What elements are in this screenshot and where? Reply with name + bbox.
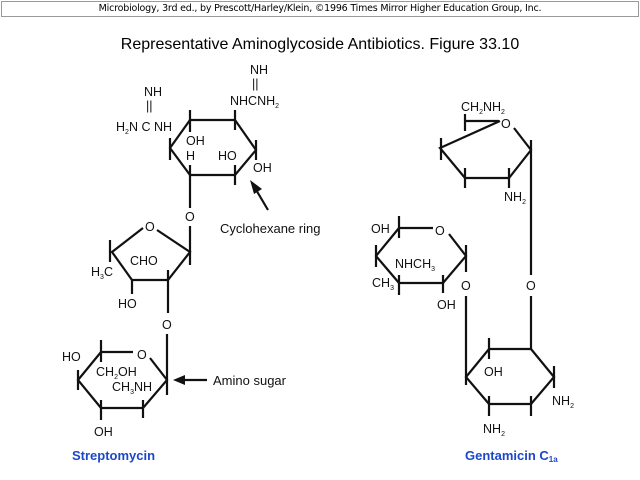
pentose-ring-bonds [110,227,192,282]
gentamicin-bottom-ring [464,338,556,416]
ho-label: HO [218,149,237,163]
h3c-label: H3C [91,265,113,281]
left-ring-oxygen: O [435,224,445,238]
oh-right-label: OH [253,161,272,175]
cyclohexane-ring-bonds [168,118,258,177]
cyclohexane-ring-annotation: Cyclohexane ring [220,221,320,236]
amino-sugar-ring-oxygen: O [137,348,147,362]
left-ring-bonds [374,227,468,285]
left-ring-oh-top-label: OH [371,222,390,236]
gentamicin-left-ring [374,216,468,295]
glycosidic-oxygen-2: O [162,318,172,332]
amino-sugar-arrow-head [173,375,185,385]
streptomycin-label: Streptomycin [72,448,155,463]
gentamicin-label: Gentamicin C1a [465,448,558,464]
left-guanidino-h2n-c-nh: H2N C NH [116,120,172,136]
ch3nh-label: CH3NH [112,380,152,396]
glycosidic-oxygen-left: O [461,279,471,293]
pentose-ho-label: HO [118,297,137,311]
left-ring-oh-bottom-label: OH [437,298,456,312]
figure-title: Representative Aminoglycoside Antibiotic… [120,36,520,53]
right-guanidino-nh: NH [250,63,268,77]
amino-sugar-annotation: Amino sugar [213,373,287,388]
amino-sugar-oh-label: OH [94,425,113,439]
gentamicin-structure: CH2NH2 O NH2 OH O NHCH3 CH3 OH O O [371,100,574,464]
top-ring-nh2-label: NH2 [504,190,526,206]
gentamicin-top-ring [438,114,533,275]
nhch3-label: NHCH3 [395,257,435,273]
glycosidic-oxygen-right: O [526,279,536,293]
amino-sugar-ring [76,340,169,420]
amino-sugar-ho-label: HO [62,350,81,364]
top-ring-bonds [438,119,533,180]
h-label: H [186,149,195,163]
left-guanidino-double-bond: || [146,99,153,113]
bottom-ring-nh2-bottom-label: NH2 [483,422,505,438]
cyclohexane-ring [168,110,258,208]
pentose-ring-oxygen: O [145,220,155,234]
ch2oh-label: CH2OH [96,365,137,381]
glycosidic-oxygen-1: O [185,210,195,224]
oh-label: OH [186,134,205,148]
right-guanidino-nhcnh2: NHCNH2 [230,94,279,110]
streptomycin-structure: NH || H2N C NH NH || NHCNH2 OH H HO OH C… [62,63,320,463]
bottom-ring-nh2-right-label: NH2 [552,394,574,410]
right-guanidino-double-bond: || [252,77,259,91]
left-ring-ch3-label: CH3 [372,276,394,292]
top-ring-oxygen: O [501,117,511,131]
cyclohexane-arrow-head [250,180,262,194]
left-guanidino-nh: NH [144,85,162,99]
bottom-ring-oh-label: OH [484,365,503,379]
cho-label: CHO [130,254,158,268]
credit-text: Microbiology, 3rd ed., by Prescott/Harle… [98,3,542,14]
ch2nh2-label: CH2NH2 [461,100,505,116]
pentose-ring [108,227,192,313]
credit-header: Microbiology, 3rd ed., by Prescott/Harle… [1,1,639,17]
amino-sugar-ring-bonds [76,351,169,410]
bottom-ring-bonds [464,347,556,406]
